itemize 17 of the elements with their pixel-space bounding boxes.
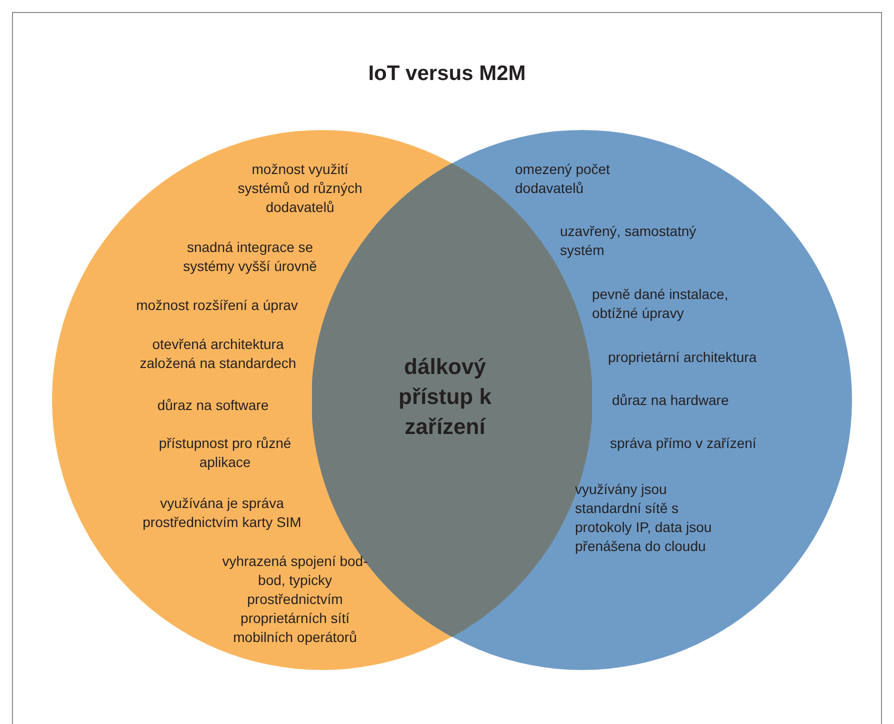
- overlap-text: dálkový přístup k zařízení: [398, 353, 492, 441]
- feature-text: důraz na software: [156, 396, 270, 415]
- feature-text: možnost rozšíření a úprav: [135, 296, 299, 315]
- feature-text: možnost využití systémů od různých dodavatelů: [236, 160, 364, 217]
- feature-text: omezený počet dodavatelů: [515, 160, 611, 198]
- feature-text: správa přímo v zařízení: [610, 434, 758, 453]
- feature-text: proprietární architektura: [608, 348, 758, 367]
- feature-text: využívána je správa prostřednictvím karty SIM: [142, 494, 302, 532]
- feature-text: důraz na hardware: [612, 391, 730, 410]
- feature-text: přístupnost pro různé aplikace: [158, 434, 292, 472]
- feature-text: snadná integrace se systémy vyšší úrovně: [182, 238, 318, 276]
- feature-text: vyhrazená spojení bod-bod, typicky prostřednictvím proprietárních sítí mobilních operátorů: [221, 552, 369, 647]
- feature-text: uzavřený, samostatný systém: [560, 222, 698, 260]
- diagram-title: IoT versus M2M: [367, 62, 527, 86]
- feature-text: pevně dané instalace, obtížné úpravy: [592, 285, 730, 323]
- feature-text: otevřená architektura založená na standardech: [138, 335, 298, 373]
- feature-text: využívány jsou standardní sítě s protokoly IP, data jsou přenášena do cloudu: [575, 480, 713, 556]
